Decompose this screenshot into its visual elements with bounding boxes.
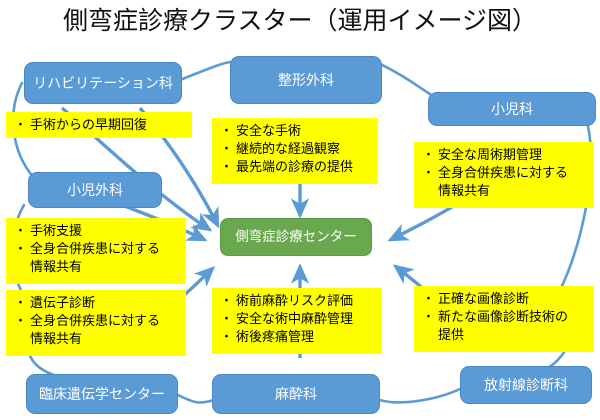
edge-orthopedics-pediatrics — [378, 62, 432, 96]
note-item-text: 全身合併疾患に対する — [30, 313, 161, 328]
node-rehab-label: リハビリテーション科 — [33, 75, 173, 91]
note-item: ・ 術前麻酔リスク評価 — [216, 292, 376, 310]
edge-rehab-orthopedics — [178, 60, 234, 82]
note-item-continuation: 情報共有 — [30, 259, 83, 274]
node-pediatrics-label: 小児科 — [491, 101, 533, 117]
node-anesthesiology-label: 麻酔科 — [275, 386, 317, 402]
note-clinical-genetics: ・ 遺伝子診断 ・ 全身合併疾患に対する 情報共有 — [6, 290, 186, 356]
page-title: 側弯症診療クラスター（運用イメージ図） — [62, 7, 537, 35]
edge-clinicalgenetics-anesthesiology — [176, 393, 216, 404]
node-orthopedics-label: 整形外科 — [278, 72, 334, 88]
note-item: ・ 手術からの早期回復 — [10, 116, 186, 134]
bullet-glyph: ・ — [220, 311, 234, 326]
note-item: ・ 正確な画像診断 — [418, 290, 588, 308]
note-item-text: 全身合併疾患に対する — [30, 241, 161, 256]
note-item-continuation: 情報共有 — [438, 183, 491, 198]
note-item-text: 最先端の診療の提供 — [236, 159, 354, 174]
note-pediatrics: ・ 安全な周術期管理 ・ 全身合併疾患に対する 情報共有 — [414, 142, 594, 208]
note-item: ・ 最先端の診療の提供 — [216, 158, 372, 176]
node-pediatrics[interactable]: 小児科 — [428, 92, 596, 126]
note-item: ・ 手術支援 — [10, 222, 180, 240]
node-scoliosis-center-label: 側弯症診療センター — [235, 229, 357, 244]
node-pediatric-surgery-label: 小児外科 — [67, 182, 123, 198]
note-item: ・ 安全な手術 — [216, 122, 372, 140]
bullet-glyph: ・ — [14, 117, 28, 132]
note-anesthesiology: ・ 術前麻酔リスク評価 ・ 安全な術中麻酔管理 ・ 術後疼痛管理 — [212, 288, 382, 354]
note-item: ・ 新たな画像診断技術の 提供 — [418, 308, 588, 344]
note-item-text: 術後疼痛管理 — [236, 329, 315, 344]
note-item-text: 安全な術中麻酔管理 — [236, 311, 354, 326]
note-item: ・ 全身合併疾患に対する 情報共有 — [10, 240, 180, 276]
note-pediatric-surgery: ・ 手術支援 ・ 全身合併疾患に対する 情報共有 — [6, 218, 186, 284]
node-orthopedics[interactable]: 整形外科 — [230, 56, 382, 104]
bullet-glyph: ・ — [422, 291, 436, 306]
edge-anesthesiology-radiology — [378, 384, 468, 404]
note-radiology: ・ 正確な画像診断 ・ 新たな画像診断技術の 提供 — [414, 286, 594, 352]
note-item: ・ 安全な周術期管理 — [418, 146, 588, 164]
bullet-glyph: ・ — [422, 309, 436, 324]
note-item-text: 正確な画像診断 — [438, 291, 530, 306]
note-orthopedics: ・ 安全な手術 ・ 継続的な経過観察 ・ 最先端の診療の提供 — [212, 118, 378, 184]
note-item-text: 安全な手術 — [236, 123, 302, 138]
note-item: ・ 全身合併疾患に対する 情報共有 — [10, 312, 180, 348]
node-scoliosis-center[interactable]: 側弯症診療センター — [220, 218, 372, 256]
bullet-glyph: ・ — [220, 123, 234, 138]
node-anesthesiology[interactable]: 麻酔科 — [212, 374, 380, 414]
bullet-glyph: ・ — [14, 241, 28, 256]
bullet-glyph: ・ — [14, 313, 28, 328]
bullet-glyph: ・ — [220, 293, 234, 308]
node-clinical-genetics-label: 臨床遺伝学センター — [39, 386, 165, 402]
note-item: ・ 遺伝子診断 — [10, 294, 180, 312]
node-rehab[interactable]: リハビリテーション科 — [24, 62, 182, 104]
node-pediatric-surgery[interactable]: 小児外科 — [28, 172, 162, 208]
bullet-glyph: ・ — [220, 159, 234, 174]
bullet-glyph: ・ — [14, 223, 28, 238]
bullet-glyph: ・ — [220, 141, 234, 156]
note-item-text: 全身合併疾患に対する — [438, 165, 569, 180]
node-radiology[interactable]: 放射線診断科 — [460, 366, 592, 404]
node-radiology-label: 放射線診断科 — [484, 377, 568, 393]
note-item: ・ 全身合併疾患に対する 情報共有 — [418, 164, 588, 200]
note-item-text: 手術支援 — [30, 223, 83, 238]
bullet-glyph: ・ — [14, 295, 28, 310]
note-item-continuation: 提供 — [438, 327, 465, 342]
note-item-text: 新たな画像診断技術の — [438, 309, 569, 324]
node-clinical-genetics[interactable]: 臨床遺伝学センター — [26, 374, 178, 414]
note-item: ・ 継続的な経過観察 — [216, 140, 372, 158]
bullet-glyph: ・ — [220, 329, 234, 344]
note-rehab: ・ 手術からの早期回復 — [6, 112, 192, 138]
note-item-text: 安全な周術期管理 — [438, 147, 543, 162]
note-item: ・ 術後疼痛管理 — [216, 328, 376, 346]
note-item-text: 継続的な経過観察 — [236, 141, 341, 156]
note-item-text: 手術からの早期回復 — [30, 117, 148, 132]
bullet-glyph: ・ — [422, 165, 436, 180]
note-item-text: 術前麻酔リスク評価 — [236, 293, 354, 308]
bullet-glyph: ・ — [422, 147, 436, 162]
note-item-text: 遺伝子診断 — [30, 295, 96, 310]
note-item: ・ 安全な術中麻酔管理 — [216, 310, 376, 328]
note-item-continuation: 情報共有 — [30, 331, 83, 346]
